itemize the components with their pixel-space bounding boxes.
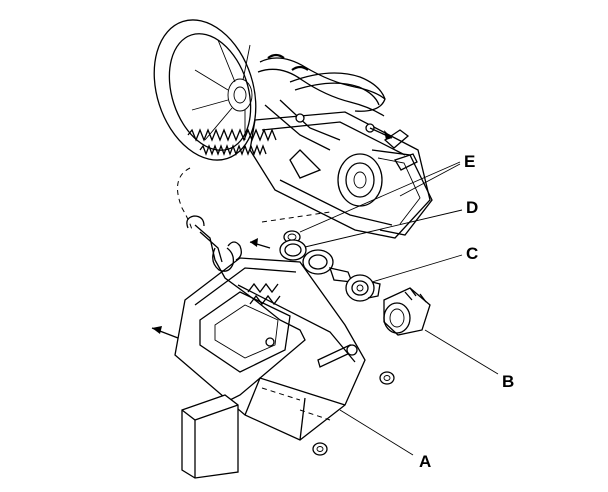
callout-c: C bbox=[466, 244, 478, 263]
leader-d bbox=[304, 209, 463, 248]
fuel-pump-module bbox=[153, 19, 433, 239]
part-a-fuel-tank-unit bbox=[151, 215, 366, 479]
callout-e: E bbox=[464, 152, 475, 171]
retaining-clip-upper bbox=[379, 371, 395, 385]
ring-collar bbox=[302, 249, 334, 275]
callout-d: D bbox=[466, 198, 478, 217]
callout-b: B bbox=[502, 372, 514, 391]
part-d-large-o-ring bbox=[279, 239, 307, 261]
leader-b bbox=[424, 329, 499, 375]
callout-a: A bbox=[419, 452, 431, 471]
part-b-regulator-cap bbox=[383, 287, 431, 336]
leader-e-2 bbox=[399, 163, 461, 197]
leader-c bbox=[371, 254, 463, 283]
leader-e-1 bbox=[299, 161, 461, 233]
part-c-fuel-pressure-regulator bbox=[329, 267, 381, 302]
leader-lines bbox=[299, 161, 499, 456]
leader-a bbox=[339, 409, 414, 456]
retaining-clip-lower bbox=[312, 442, 328, 456]
